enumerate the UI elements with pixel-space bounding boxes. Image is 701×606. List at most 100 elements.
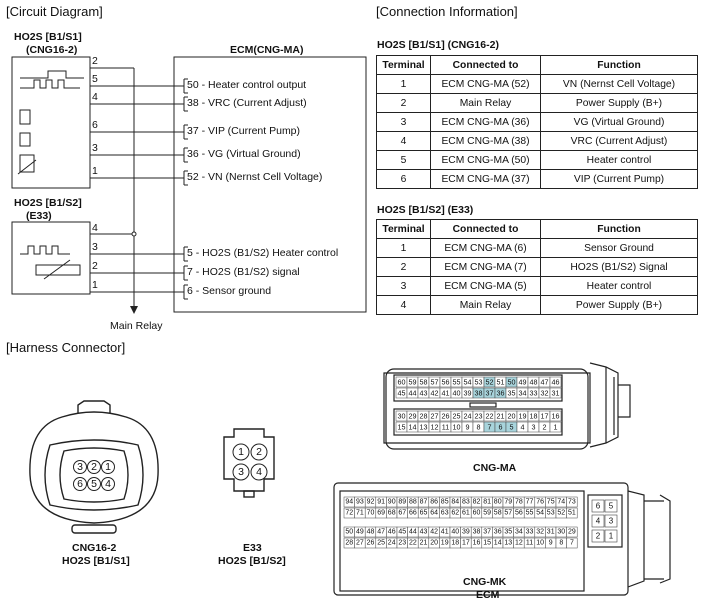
sensor2-body <box>11 221 91 295</box>
pin-label: 79 <box>504 499 512 506</box>
pin-label: 92 <box>367 499 375 506</box>
table1-header-row: Terminal Connected to Function <box>376 55 698 75</box>
sensor2-pin: 3 <box>92 241 98 253</box>
pin-label: 17 <box>462 540 470 547</box>
sensor2-pin: 4 <box>92 222 98 234</box>
cell: VRC (Current Adjust) <box>540 131 698 151</box>
pin-label: 22 <box>409 540 417 547</box>
sensor2-title: HO2S [B1/S2] <box>14 197 82 209</box>
pin-label: 60 <box>473 510 481 517</box>
pin-label: 88 <box>409 499 417 506</box>
pin-label: 25 <box>453 412 461 421</box>
cell: 4 <box>376 295 431 315</box>
ecm-terminal-52: 52 - VN (Nernst Cell Voltage) <box>187 171 323 183</box>
pin-51 <box>566 507 578 519</box>
pin-label: 91 <box>377 499 385 506</box>
e33-name: E33 <box>243 542 262 554</box>
sensor1-ground-cell <box>19 132 31 147</box>
cell: Power Supply (B+) <box>540 93 698 113</box>
table1-title: HO2S [B1/S1] (CNG16-2) <box>377 39 499 51</box>
cngmk-connector-shape <box>333 482 671 596</box>
pin-label: 50 <box>345 529 353 536</box>
pin-label: 6 <box>596 502 601 511</box>
pin-label: 51 <box>568 510 576 517</box>
pin-3 <box>604 514 618 528</box>
pin-label: 30 <box>557 529 565 536</box>
ecm-box <box>173 56 367 313</box>
cell: 6 <box>376 169 431 189</box>
cell: Main Relay <box>430 295 541 315</box>
pin-2 <box>87 460 101 474</box>
cell: ECM CNG-MA (6) <box>430 238 541 258</box>
pin-label: 4 <box>521 423 525 432</box>
sensor1-pin: 6 <box>92 119 98 131</box>
pin-label: 29 <box>568 529 576 536</box>
ecm-terminal-38: 38 - VRC (Current Adjust) <box>187 97 307 109</box>
header-function: Function <box>540 55 698 75</box>
pin-label: 76 <box>536 499 544 506</box>
pin-3 <box>73 460 87 474</box>
pin-label: 5 <box>91 478 97 490</box>
pin-label: 48 <box>367 529 375 536</box>
pin-label: 72 <box>345 510 353 517</box>
pin-label: 5 <box>510 423 514 432</box>
pin-label: 18 <box>451 540 459 547</box>
pin-label: 41 <box>442 389 450 398</box>
pin-label: 49 <box>356 529 364 536</box>
pin-6 <box>73 477 87 491</box>
sensor2-pin: 1 <box>92 279 98 291</box>
pin-label: 5 <box>609 502 614 511</box>
pin-label: 90 <box>388 499 396 506</box>
pin-label: 12 <box>515 540 523 547</box>
pin-label: 55 <box>526 510 534 517</box>
pin-label: 38 <box>475 389 483 398</box>
cell: VG (Virtual Ground) <box>540 112 698 132</box>
sensor2-subtitle: (E33) <box>26 210 52 222</box>
pin-label: 55 <box>453 378 461 387</box>
pin-label: 46 <box>552 378 560 387</box>
pin-label: 10 <box>453 423 461 432</box>
pin-label: 19 <box>441 540 449 547</box>
pin-label: 56 <box>442 378 450 387</box>
pin-label: 85 <box>441 499 449 506</box>
pin-label: 35 <box>508 389 516 398</box>
pin-5 <box>87 477 101 491</box>
cell: VN (Nernst Cell Voltage) <box>540 74 698 94</box>
pin-label: 49 <box>519 378 527 387</box>
pin-label: 54 <box>464 378 472 387</box>
pin-label: 48 <box>530 378 538 387</box>
sensor2-element <box>35 264 81 276</box>
pin-label: 36 <box>494 529 502 536</box>
sensor1-body <box>11 56 91 189</box>
pin-label: 28 <box>345 540 353 547</box>
pin-label: 77 <box>526 499 534 506</box>
pin-label: 12 <box>431 423 439 432</box>
sensor1-marker-top <box>20 70 84 79</box>
pin-label: 81 <box>483 499 491 506</box>
cell: 5 <box>376 150 431 170</box>
pin-label: 9 <box>549 540 553 547</box>
pin-label: 10 <box>536 540 544 547</box>
cell: ECM CNG-MA (38) <box>430 131 541 151</box>
cell: Main Relay <box>430 93 541 113</box>
pin-label: 59 <box>483 510 491 517</box>
pin-label: 1 <box>238 446 244 458</box>
pin-label: 22 <box>486 412 494 421</box>
pin-label: 58 <box>420 378 428 387</box>
pin-label: 14 <box>494 540 502 547</box>
ecm-terminal-7: 7 - HO2S (B1/S2) signal <box>187 266 300 278</box>
pin-label: 35 <box>504 529 512 536</box>
pin-3 <box>232 463 250 481</box>
cell: ECM CNG-MA (52) <box>430 74 541 94</box>
ecm-terminal-5: 5 - HO2S (B1/S2) Heater control <box>187 247 339 259</box>
pin-label: 19 <box>519 412 527 421</box>
pin-label: 25 <box>377 540 385 547</box>
sensor1-title: HO2S [B1/S1] <box>14 31 82 43</box>
pin-label: 7 <box>488 423 492 432</box>
